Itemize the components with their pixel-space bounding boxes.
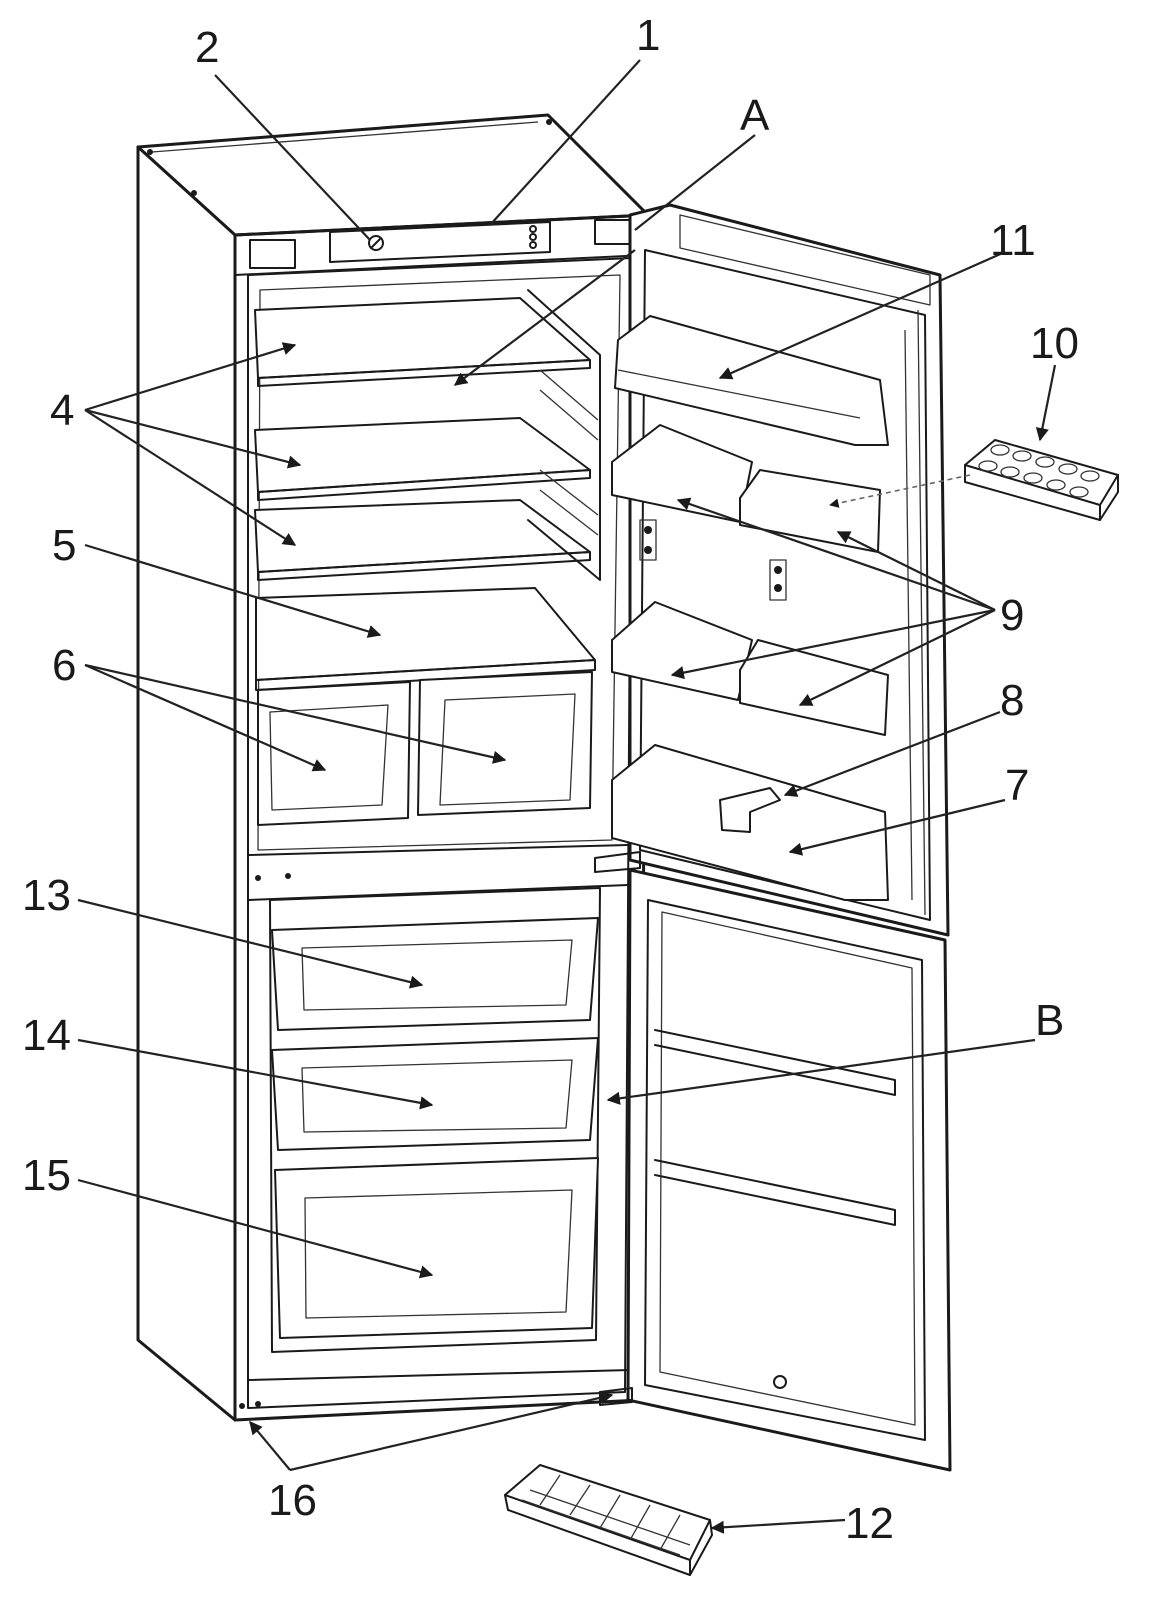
crisper-right [417, 671, 593, 816]
label-1: 1 [636, 11, 660, 60]
egg-tray [964, 439, 1119, 521]
label-7: 7 [1005, 761, 1029, 810]
freezer-door [594, 851, 952, 1472]
label-13: 13 [22, 871, 71, 920]
cabinet [136, 113, 650, 1422]
crisper-drawers [257, 671, 593, 826]
label-16: 16 [268, 1476, 317, 1525]
fridge-shelves [254, 289, 601, 691]
door-bin-top [614, 315, 889, 446]
label-A: A [740, 91, 770, 140]
fridge-door [611, 203, 950, 937]
label-11: 11 [990, 216, 1036, 265]
freezer-drawer-middle [271, 1037, 599, 1151]
ice-cube-tray [504, 1464, 713, 1576]
freezer-drawers [269, 887, 601, 1353]
crisper-cover [255, 587, 596, 681]
leader-lines [77, 59, 1057, 1534]
thermostat-knob-icon [368, 235, 384, 251]
label-8: 8 [1000, 676, 1024, 725]
label-9: 9 [1000, 591, 1024, 640]
freezer-drawer-top [271, 917, 599, 1031]
callout-labels: 1 2 A 11 10 4 5 6 9 8 7 13 14 B 15 16 12 [22, 11, 1079, 1548]
label-5: 5 [52, 521, 76, 570]
label-2: 2 [195, 23, 219, 72]
crisper-left [257, 681, 411, 826]
cabinet-left-side [136, 145, 237, 1422]
bottle-holder [719, 787, 781, 833]
label-B: B [1035, 996, 1064, 1045]
label-15: 15 [22, 1151, 71, 1200]
label-12: 12 [845, 1499, 894, 1548]
shelf-1 [254, 297, 591, 379]
freezer-door-outline [626, 868, 952, 1472]
freezer-drawer-bottom [274, 1157, 599, 1339]
label-14: 14 [22, 1011, 71, 1060]
label-10: 10 [1030, 319, 1079, 368]
label-6: 6 [52, 641, 76, 690]
door-bin-lower-right [739, 639, 889, 736]
label-4: 4 [50, 386, 74, 435]
